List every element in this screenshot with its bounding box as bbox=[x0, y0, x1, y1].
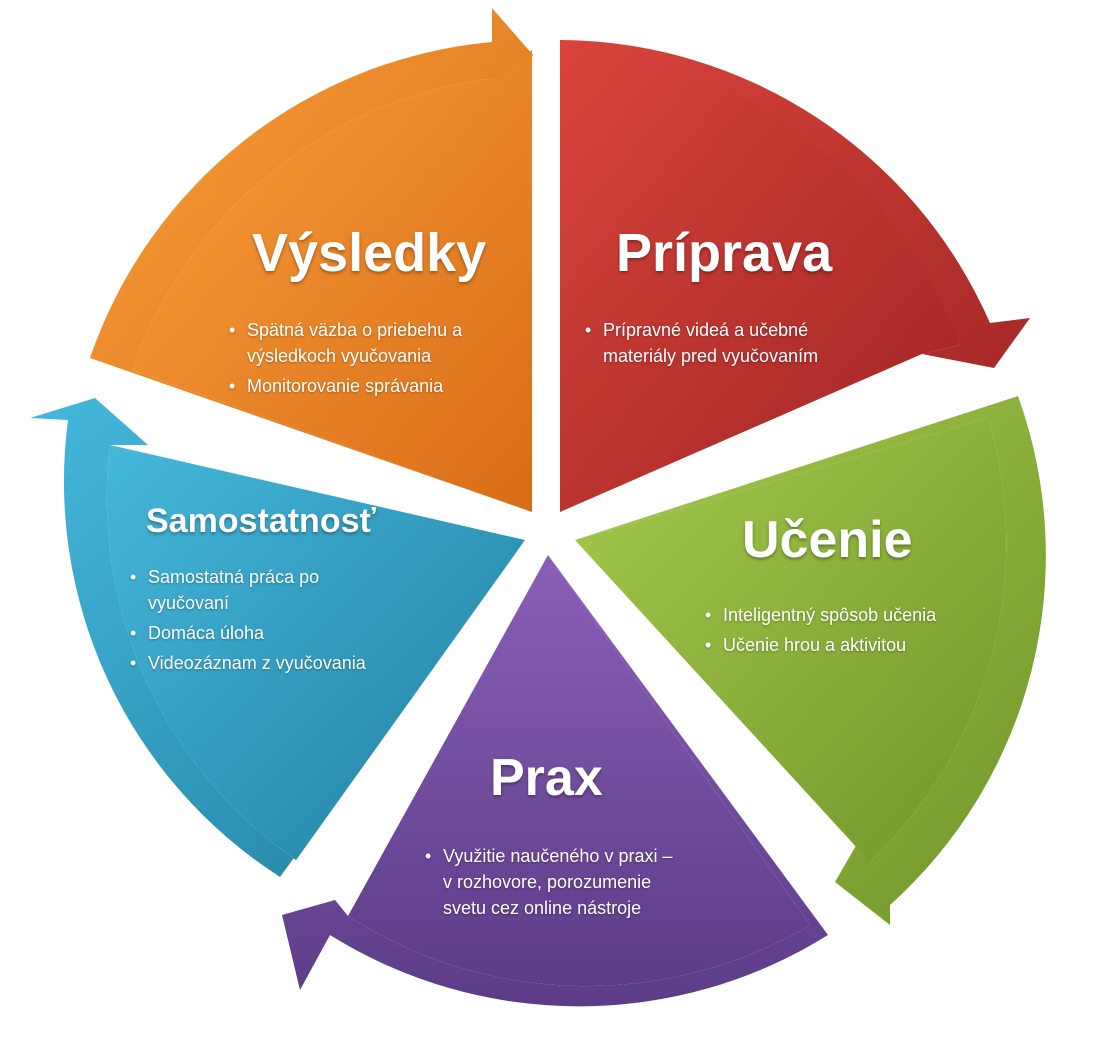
segment-vysledky-fill bbox=[90, 8, 533, 512]
samostatnost-item: Videozáznam z vyučovania bbox=[130, 650, 390, 676]
ucenie-item: Učenie hrou a aktivitou bbox=[705, 632, 975, 658]
prax-list: Využitie naučeného v praxi – v rozhovore… bbox=[425, 843, 685, 925]
ucenie-title: Učenie bbox=[742, 511, 913, 569]
segment-samostatnost-fill bbox=[30, 398, 525, 877]
segment-ucenie-fill bbox=[575, 396, 1046, 925]
ucenie-list: Inteligentný spôsob učenia Učenie hrou a… bbox=[705, 602, 975, 662]
segment-priprava-fill bbox=[560, 40, 960, 512]
samostatnost-list: Samostatná práca po vyučovaní Domáca úlo… bbox=[130, 564, 390, 680]
ucenie-item: Inteligentný spôsob učenia bbox=[705, 602, 975, 628]
samostatnost-title: Samostatnosť bbox=[146, 502, 376, 540]
segment-priprava bbox=[560, 40, 1030, 512]
prax-item: Využitie naučeného v praxi – v rozhovore… bbox=[425, 843, 685, 921]
vysledky-item: Spätná väzba o priebehu a výsledkoch vyu… bbox=[229, 317, 529, 369]
vysledky-item: Monitorovanie správania bbox=[229, 373, 529, 399]
priprava-list: Prípravné videá a učebné materiály pred … bbox=[585, 317, 885, 373]
samostatnost-item: Domáca úloha bbox=[130, 620, 390, 646]
prax-title: Prax bbox=[490, 749, 603, 807]
vysledky-title: Výsledky bbox=[252, 223, 487, 283]
segment-prax-fill bbox=[282, 555, 828, 1007]
samostatnost-item: Samostatná práca po vyučovaní bbox=[130, 564, 390, 616]
priprava-title: Príprava bbox=[616, 223, 833, 283]
priprava-item: Prípravné videá a učebné materiály pred … bbox=[585, 317, 885, 369]
vysledky-list: Spätná väzba o priebehu a výsledkoch vyu… bbox=[229, 317, 529, 403]
